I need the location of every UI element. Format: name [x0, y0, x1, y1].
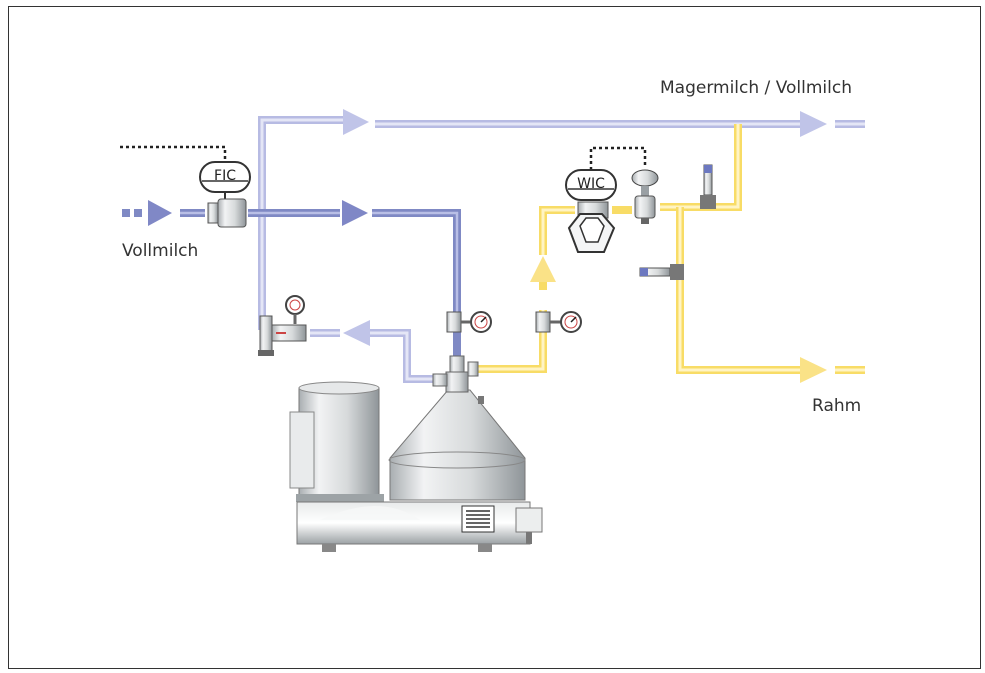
inlet-label: Vollmilch	[122, 241, 199, 261]
pressure-gauge-return	[258, 295, 307, 356]
arrow-return	[343, 320, 370, 346]
arrow-cream-out	[800, 357, 827, 383]
wic-label: WIC	[577, 176, 605, 192]
pressure-gauge-inlet	[446, 311, 492, 333]
arrow-outlet-top	[343, 109, 369, 135]
control-valve	[631, 169, 659, 224]
signal-lines	[120, 145, 647, 170]
sensor-vertical	[700, 164, 716, 209]
arrow-inlet	[148, 200, 172, 226]
cream-label: Rahm	[812, 396, 862, 416]
wic-controller: WIC	[565, 169, 617, 201]
centrifugal-separator	[289, 355, 543, 552]
arrow-cream-up	[530, 256, 556, 282]
arrow-inlet-2	[342, 200, 368, 226]
flow-arrows	[148, 109, 827, 383]
diagram-frame	[8, 6, 981, 669]
pressure-gauge-cream	[535, 311, 582, 333]
whole-milk-inlet-line	[122, 209, 461, 358]
skim-milk-outlet-line	[258, 116, 865, 383]
sensor-horizontal	[639, 264, 684, 280]
arrow-outlet-right	[800, 111, 827, 137]
mass-flowmeter	[567, 201, 616, 253]
fic-controller: FIC	[199, 161, 251, 228]
fic-label: FIC	[214, 168, 236, 184]
outlet-label: Magermilch / Vollmilch	[660, 78, 852, 98]
cream-line	[472, 124, 865, 374]
